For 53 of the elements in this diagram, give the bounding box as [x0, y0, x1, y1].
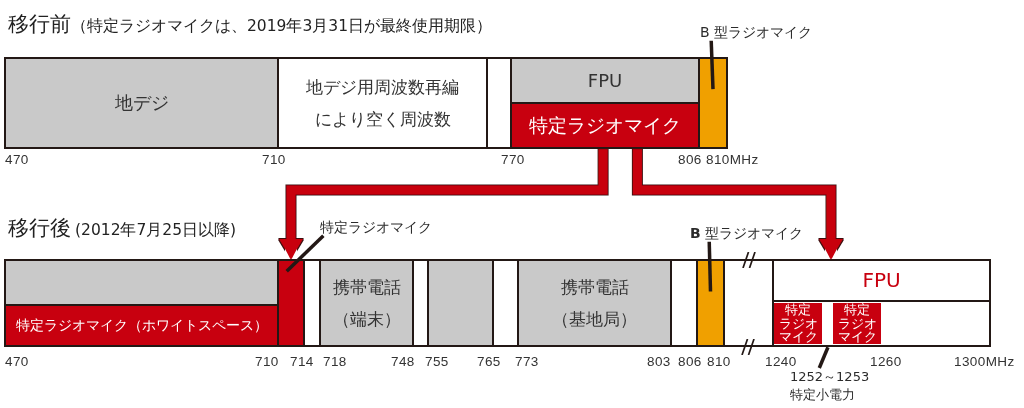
tick-label: 765 [477, 354, 501, 369]
tick-label: 710 [262, 152, 286, 167]
band-label: 携帯電話（端末） [331, 276, 402, 331]
arrow [279, 149, 608, 259]
band-label: 地デジ [114, 91, 169, 115]
tick-label: 1300MHz [954, 354, 1015, 369]
band-label: FPU [587, 68, 623, 93]
band-label: 特定ラジオマイク [777, 303, 819, 344]
callout-label: B 型ラジオマイク [690, 225, 804, 242]
frequency-band [318, 258, 415, 348]
tick-label: 714 [290, 354, 314, 369]
tick-label: 810 [707, 354, 731, 369]
frequency-band [516, 258, 673, 348]
band-label: 特定ラジオマイク [529, 113, 681, 138]
callout-label: 特定小電力 [790, 385, 855, 404]
tick-label: 806 [678, 354, 702, 369]
frequency-band [3, 303, 280, 348]
band-label: FPU [861, 266, 902, 294]
tick-label: 770 [501, 152, 525, 167]
callout-label: 1252～1253 [790, 368, 870, 386]
tick-label: 470 [5, 354, 29, 369]
band-label: 特定ラジオマイク [836, 303, 878, 344]
tick-label: 810MHz [706, 152, 759, 167]
tick-label: 806 [678, 152, 702, 167]
frequency-band [722, 258, 775, 348]
tick-label: 718 [323, 354, 347, 369]
tick-label: 803 [647, 354, 671, 369]
frequency-band [276, 56, 489, 150]
band-label: 地デジ用周波数再編により空く周波数 [305, 76, 460, 131]
section-heading: 移行後 [8, 215, 71, 242]
callout-label: 特定ラジオマイク [320, 219, 432, 236]
frequency-band [771, 258, 992, 348]
heading-note: (2012年7月25日以降) [75, 220, 237, 241]
tick-label: 755 [425, 354, 449, 369]
tick-label: 1260 [870, 354, 902, 369]
frequency-band [509, 56, 701, 105]
band-label: 携帯電話（基地局） [551, 276, 638, 331]
leader-line [817, 346, 830, 369]
tick-label: 773 [515, 354, 539, 369]
heading-note: （特定ラジオマイクは、2019年3月31日が最終使用期限） [71, 16, 493, 37]
tick-label: 748 [391, 354, 415, 369]
section-heading: 移行前 [8, 11, 71, 38]
tick-label: 1240 [765, 354, 797, 369]
tick-label: 710 [255, 354, 279, 369]
band-label: 特定ラジオマイク（ホワイトスペース） [15, 316, 268, 335]
arrow [632, 149, 843, 259]
frequency-band [3, 258, 280, 307]
leader-line [709, 40, 715, 90]
tick-label: 470 [5, 152, 29, 167]
frequency-band [426, 258, 495, 348]
frequency-band [3, 56, 280, 150]
frequency-band [509, 101, 701, 150]
callout-label: B 型ラジオマイク [700, 24, 813, 41]
